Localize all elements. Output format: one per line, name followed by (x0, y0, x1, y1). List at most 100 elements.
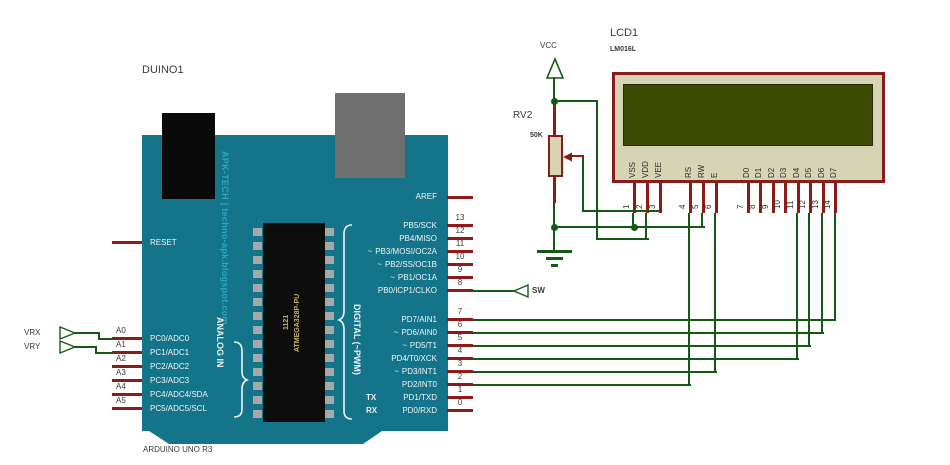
sw-terminal-label: SW (532, 286, 545, 295)
digital-pin-stub-3 (447, 370, 473, 373)
wire[interactable] (632, 213, 634, 228)
lcd-pin-number-2: 2 (635, 204, 644, 209)
chip-pad-left (253, 242, 262, 250)
wire[interactable] (834, 213, 836, 320)
vrx-terminal-label: VRX (24, 328, 41, 337)
wire[interactable] (75, 332, 100, 334)
wire[interactable] (582, 210, 660, 212)
pot-wiper-arrow-icon (563, 152, 572, 162)
wire[interactable] (75, 346, 97, 348)
wire[interactable] (473, 290, 514, 292)
digital-pin-label: PD6/AIN0 (401, 328, 437, 337)
wire[interactable] (553, 77, 555, 103)
analog-pin-label-A5: PC5/ADC5/SCL (150, 404, 207, 413)
lcd-pin-stub-D4 (797, 183, 800, 213)
wire[interactable] (688, 213, 690, 385)
pot-value-label: 50K (530, 132, 543, 139)
digital-pin-label-row-12: PB4/MISO (330, 234, 437, 244)
wire[interactable] (582, 157, 584, 212)
chip-marking-line1: 1121 (283, 314, 290, 331)
pot-body[interactable] (548, 135, 563, 177)
wire[interactable] (473, 332, 824, 334)
pwm-tilde-icon: ~ (394, 367, 399, 376)
wire[interactable] (714, 213, 716, 372)
wire[interactable] (553, 100, 598, 102)
wire[interactable] (98, 332, 100, 340)
wire[interactable] (796, 213, 798, 359)
lcd-pin-name-D5: D5 (804, 167, 813, 178)
wire[interactable] (473, 384, 691, 386)
digital-pin-label: PD3/INT1 (401, 367, 437, 376)
digital-pin-number-13: 13 (455, 213, 465, 222)
chip-pad-right (325, 298, 334, 306)
analog-pin-number-A3: A3 (116, 368, 126, 377)
chip-pad-left (253, 396, 262, 404)
digital-pin-label: PB1/OC1A (397, 273, 437, 282)
analog-pin-label-A3: PC3/ADC3 (150, 376, 190, 385)
pwm-tilde-icon: ~ (390, 273, 395, 282)
digital-pin-stub-4 (447, 357, 473, 360)
junction-dot (551, 98, 558, 105)
usb-connector[interactable] (162, 113, 215, 199)
lcd-pin-stub-D6 (822, 183, 825, 213)
wire[interactable] (98, 338, 114, 340)
lcd-pin-number-8: 8 (748, 204, 757, 209)
analog-pin-number-A1: A1 (116, 340, 126, 349)
chip-pad-right (325, 242, 334, 250)
chip-pad-right (325, 368, 334, 376)
wire[interactable] (537, 250, 572, 253)
wire[interactable] (596, 238, 649, 240)
wire[interactable] (473, 371, 717, 373)
lcd-pin-name-D4: D4 (792, 167, 801, 178)
board-brand-text: APK-TECH | techno-apk.blogspot.com (220, 151, 230, 325)
wire[interactable] (551, 264, 558, 267)
analog-pin-number-A5: A5 (116, 396, 126, 405)
wire[interactable] (95, 346, 97, 354)
wire[interactable] (95, 352, 114, 354)
digital-pin-label-row-6: ~PD6/AIN0 (330, 328, 437, 338)
analog-pin-number-A4: A4 (116, 382, 126, 391)
wire[interactable] (553, 226, 705, 228)
chip-pad-left (253, 312, 262, 320)
wire[interactable] (473, 358, 799, 360)
digital-group-label: DIGITAL (~PWM) (352, 304, 362, 375)
lcd-pin-name-E: E (710, 172, 719, 178)
terminal-vry-icon[interactable] (59, 339, 77, 355)
analog-pin-stub-A1 (112, 351, 142, 354)
chip-pad-right (325, 354, 334, 362)
wire[interactable] (701, 213, 703, 228)
chip-pad-right (325, 256, 334, 264)
wire[interactable] (473, 319, 836, 321)
digital-pin-stub-12 (447, 237, 473, 240)
lcd-pin-number-7: 7 (736, 204, 745, 209)
wire[interactable] (808, 213, 810, 346)
lcd-pin-number-13: 13 (811, 200, 820, 209)
analog-pin-stub-A5 (112, 407, 142, 410)
digital-pin-label-row-2: PD2/INT0 (330, 380, 437, 390)
digital-pin-number-2: 2 (457, 372, 463, 381)
chip-pad-right (325, 312, 334, 320)
analog-pin-label-A1: PC1/ADC1 (150, 348, 190, 357)
wire[interactable] (546, 257, 563, 260)
vcc-arrow-icon[interactable] (545, 56, 565, 79)
chip-pad-right (325, 228, 334, 236)
digital-pin-label-row-13: PB5/SCK (330, 221, 437, 231)
lcd-reference-label: LCD1 (610, 27, 639, 39)
wire[interactable] (821, 213, 823, 333)
lcd-pin-number-1: 1 (622, 204, 631, 209)
chip-pad-left (253, 228, 262, 236)
wire[interactable] (473, 345, 811, 347)
chip-pad-left (253, 354, 262, 362)
wire[interactable] (553, 202, 555, 228)
terminal-vrx-icon[interactable] (59, 325, 77, 341)
lcd-pin-stub-D7 (834, 183, 837, 213)
wire[interactable] (553, 226, 555, 251)
lcd-pin-name-D1: D1 (754, 167, 763, 178)
lcd-pin-stub-RS (689, 183, 692, 213)
lcd-pin-name-VDD: VDD (641, 161, 650, 178)
terminal-sw-icon[interactable] (512, 283, 529, 299)
power-jack[interactable] (335, 93, 405, 178)
wire[interactable] (596, 100, 598, 240)
atmega-chip[interactable] (263, 223, 325, 422)
lcd-pin-number-4: 4 (678, 204, 687, 209)
